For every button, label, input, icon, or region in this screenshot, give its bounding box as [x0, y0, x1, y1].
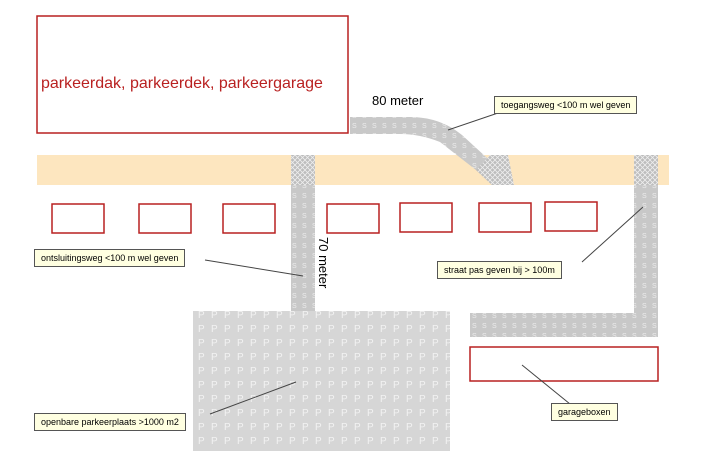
callout-access-road: toegangsweg <100 m wel geven [494, 96, 638, 114]
public-parking-area [193, 311, 450, 451]
parking-garage-label: parkeerdak, parkeerdek, parkeergarage [41, 75, 323, 92]
callout-garage-boxes: garageboxen [551, 403, 618, 421]
leader-garage-boxes [521, 364, 571, 405]
plot-1 [51, 203, 105, 234]
callout-connector-road: ontsluitingsweg <100 m wel geven [34, 249, 186, 267]
leader-access-road [447, 112, 499, 131]
leader-connector-road [204, 259, 304, 277]
plot-2 [138, 203, 192, 234]
garage-boxes-rect [469, 346, 659, 382]
plot-5 [399, 202, 453, 233]
plot-3 [222, 203, 276, 234]
leader-public-parking [209, 381, 297, 415]
leader-street [581, 206, 644, 263]
main-road-band [37, 155, 669, 185]
access-crossing [476, 155, 514, 185]
callout-street: straat pas geven bij > 100m [437, 261, 562, 279]
connector-crossing [291, 155, 315, 185]
plot-7 [544, 201, 598, 232]
street-crossing [634, 155, 658, 185]
street-horizontal [470, 313, 658, 337]
callout-public-parking: openbare parkeerplaats >1000 m2 [34, 413, 186, 431]
parking-garage-box [36, 15, 349, 134]
plot-4 [326, 203, 380, 234]
distance-label-top: 80 meter [372, 93, 424, 108]
access-road [350, 117, 514, 185]
distance-label-vertical: 70 meter [316, 237, 331, 289]
plot-6 [478, 202, 532, 233]
